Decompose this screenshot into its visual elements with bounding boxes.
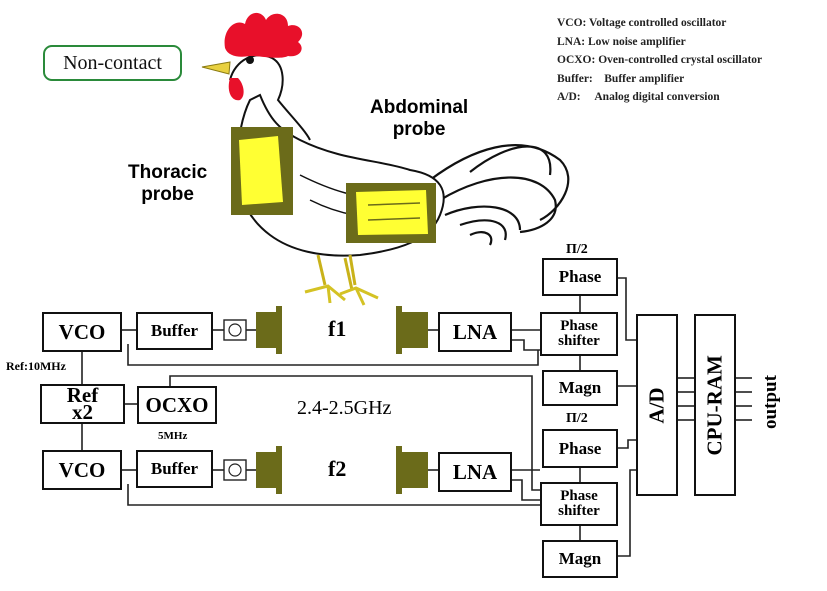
lna-block-lower: LNA [438,452,512,492]
f2-label: f2 [328,456,347,481]
ad-converter-label: A/D [644,387,669,424]
rooster-wattle [228,78,244,101]
tx-antenna-upper [256,306,282,354]
phase-shifter-block-lower: Phase shifter [540,482,618,526]
pi-half-label-upper: Π/2 [566,242,588,257]
ref-x2-block: Ref x2 [40,384,125,424]
signal-wires [81,277,752,557]
ocxo-block: OCXO [137,386,217,424]
phase-block-upper: Phase [542,258,618,296]
ocxo-frequency-label: 5MHz [158,430,188,442]
cpu-ram-label: CPU-RAM [702,355,727,456]
legend-vco: VCO: Voltage controlled oscillator [557,17,727,29]
output-label: output [760,375,781,429]
circulator-lower [223,459,247,481]
magn-block-upper: Magn [542,370,618,406]
thoracic-probe-pad [231,127,293,215]
lna-block-upper: LNA [438,312,512,352]
pi-half-label-lower: Π/2 [566,411,588,426]
thoracic-probe-label: Thoracic probe [128,162,208,205]
phase-block-lower: Phase [542,429,618,468]
tx-antenna-lower [256,446,282,494]
non-contact-badge: Non-contact [43,45,182,81]
buffer-block-upper: Buffer [136,312,213,350]
cpu-ram-block [694,314,736,496]
legend-buffer: Buffer: Buffer amplifier [557,72,685,85]
magn-block-lower: Magn [542,540,618,578]
vco-block-upper: VCO [42,312,122,352]
f1-label: f1 [328,316,347,341]
vco-block-lower: VCO [42,450,122,490]
abdominal-probe-pad [346,183,436,243]
rx-antenna-upper [396,306,428,354]
abbreviation-legend: VCO: Voltage controlled oscillator LNA: … [557,14,762,107]
circulator-upper [223,319,247,341]
ref-frequency-label: Ref:10MHz [6,359,66,373]
rooster-beak [201,61,231,75]
rooster-eye [246,56,254,64]
legend-ad: A/D: Analog digital conversion [557,91,720,103]
rooster-legs [316,254,357,291]
buffer-block-lower: Buffer [136,450,213,488]
ad-converter-block [636,314,678,496]
frequency-band-label: 2.4-2.5GHz [297,397,392,419]
legend-ocxo: OCXO: Oven-controlled crystal oscillator [557,54,763,66]
rx-antenna-lower [396,446,428,494]
legend-lna: LNA: Low noise amplifier [557,35,686,48]
rooster-comb [224,12,303,58]
abdominal-probe-label: Abdominal probe [370,97,469,140]
rooster-feet [304,284,379,306]
tail-feathers [429,144,570,246]
phase-shifter-block-upper: Phase shifter [540,312,618,356]
